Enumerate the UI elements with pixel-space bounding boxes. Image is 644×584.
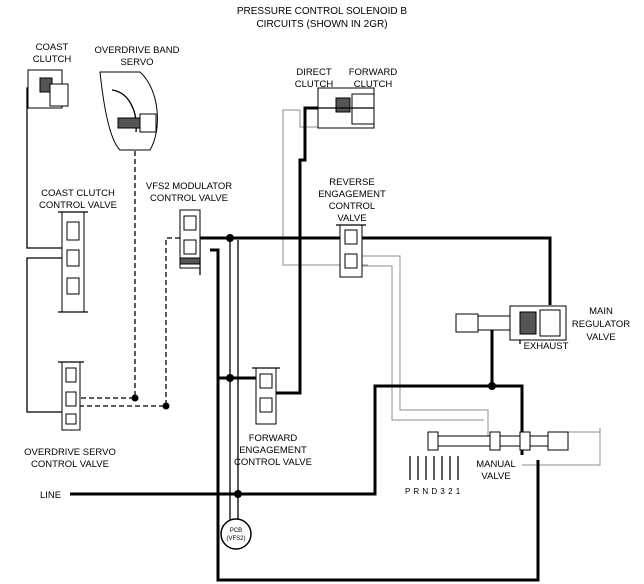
reverse-engagement-label-1: REVERSE	[329, 177, 374, 188]
forward-engagement-control-valve	[252, 367, 280, 425]
gear-positions-label: P R N D 3 2 1	[405, 487, 461, 496]
direct-forward-clutch	[317, 87, 375, 129]
main-regulator-valve	[455, 305, 567, 344]
junction-dot	[234, 490, 242, 498]
reverse-engagement-control-valve	[336, 224, 366, 278]
coast-clutch-label-1: COAST	[36, 42, 69, 53]
overdrive-band-servo-label-2: SERVO	[120, 57, 153, 68]
forward-clutch-label-2: CLUTCH	[354, 79, 393, 90]
direct-clutch-label-2: CLUTCH	[295, 79, 334, 90]
junction-dot	[488, 382, 496, 390]
title-line-2: CIRCUITS (SHOWN IN 2GR)	[256, 19, 387, 30]
manual-valve	[409, 431, 569, 480]
gray-circuits	[282, 109, 601, 466]
main-regulator-label-2: REGULATOR	[572, 319, 630, 330]
junction-dot	[226, 374, 234, 382]
overdrive-band-servo-label-1: OVERDRIVE BAND	[95, 45, 180, 56]
component-labels: COAST CLUTCH OVERDRIVE BAND SERVO DIRECT…	[24, 42, 630, 542]
coast-clutch-control-valve	[58, 211, 88, 313]
main-regulator-label-3: VALVE	[586, 332, 615, 343]
manual-valve-label-2: VALVE	[481, 471, 510, 482]
junction-dot	[131, 394, 139, 402]
coast-clutch-label-2: CLUTCH	[33, 54, 72, 65]
line-label: LINE	[40, 490, 61, 501]
heavy-circuits	[70, 106, 552, 582]
coast-clutch-control-valve-label-1: COAST CLUTCH	[41, 188, 115, 199]
junction-dot	[226, 234, 234, 242]
forward-clutch-label-1: FORWARD	[349, 67, 398, 78]
direct-clutch-label-1: DIRECT	[296, 67, 332, 78]
pcb-vfs2-solenoid	[220, 518, 252, 550]
overdrive-servo-control-valve-label-2: CONTROL VALVE	[31, 459, 109, 470]
solenoid-label-2: (VFS2)	[226, 536, 245, 542]
overdrive-band-servo	[99, 71, 158, 151]
exhaust-label: EXHAUST	[524, 341, 569, 352]
overdrive-servo-control-valve	[58, 361, 84, 431]
main-regulator-label-1: MAIN	[589, 306, 613, 317]
reverse-engagement-label-2: ENGAGEMENT	[318, 189, 386, 200]
junction-dot	[162, 402, 170, 410]
dashed-circuits	[78, 135, 180, 410]
overdrive-servo-control-valve-label-1: OVERDRIVE SERVO	[24, 447, 116, 458]
vfs2-modulator-label-1: VFS2 MODULATOR	[146, 181, 232, 192]
forward-engagement-label-3: CONTROL VALVE	[234, 457, 312, 468]
manual-valve-label-1: MANUAL	[476, 459, 516, 470]
coast-clutch	[27, 69, 69, 109]
vfs2-modulator-control-valve	[179, 209, 201, 269]
vfs2-modulator-label-2: CONTROL VALVE	[150, 193, 228, 204]
reverse-engagement-label-4: VALVE	[337, 213, 366, 224]
forward-engagement-label-1: FORWARD	[249, 433, 298, 444]
forward-engagement-label-2: ENGAGEMENT	[239, 445, 307, 456]
diagram-title: PRESSURE CONTROL SOLENOID B CIRCUITS (SH…	[237, 6, 408, 30]
coast-clutch-control-valve-label-2: CONTROL VALVE	[39, 200, 117, 211]
title-line-1: PRESSURE CONTROL SOLENOID B	[237, 6, 408, 17]
reverse-engagement-label-3: CONTROL	[329, 201, 375, 212]
solenoid-label-1: PCB	[230, 528, 242, 534]
